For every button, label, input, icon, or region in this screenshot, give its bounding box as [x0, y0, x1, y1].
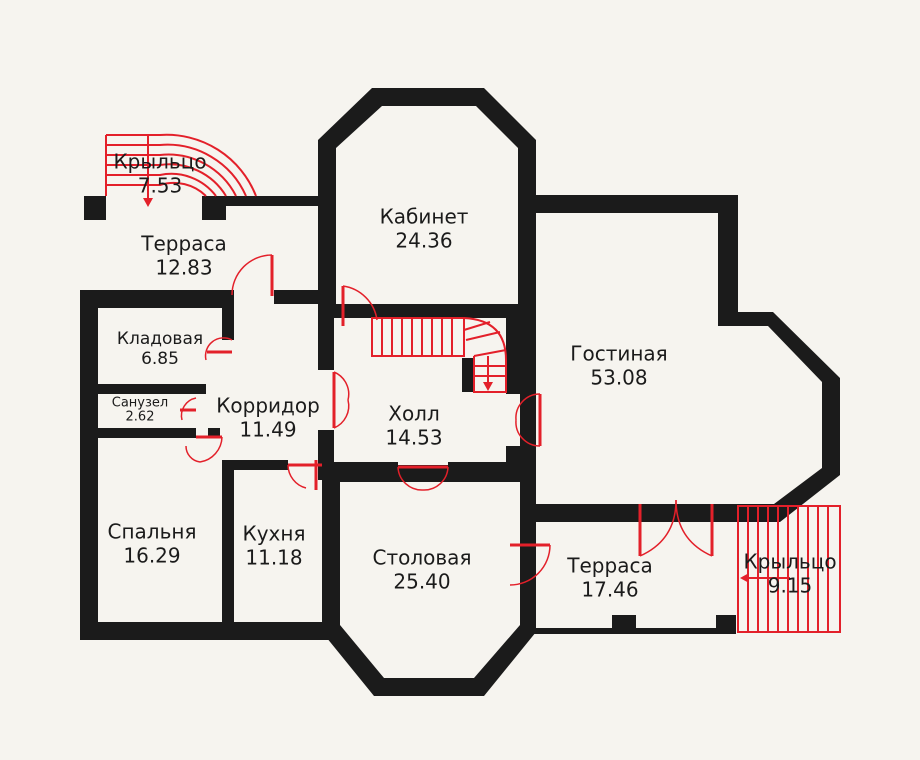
- terrace-bottom-left-wall: [520, 588, 536, 632]
- room-area: 7.53: [137, 173, 183, 197]
- door-study: [341, 285, 378, 326]
- room-name: Кладовая: [116, 328, 204, 349]
- bath-bottom-wall-2: [208, 428, 220, 438]
- terrace-bottom-pillar: [612, 615, 636, 632]
- room-label-corridor: Корридор 11.49: [216, 394, 320, 441]
- corridor-top-stub: [274, 290, 320, 304]
- corridor-bottom-wall: [222, 460, 288, 470]
- room-area: 2.62: [125, 410, 155, 425]
- door-hall-dining: [397, 465, 449, 491]
- pantry-bottom-wall: [98, 384, 206, 394]
- porch-top-steps: [105, 133, 257, 207]
- door-corridor-hall: [332, 371, 350, 429]
- left-outer-wall: [80, 290, 98, 640]
- door-bedroom: [185, 435, 223, 463]
- hall-dining-wall-right: [448, 462, 520, 472]
- walls: [80, 88, 840, 696]
- room-name: Крыльцо: [113, 149, 207, 174]
- door-kitchen: [287, 460, 322, 490]
- stair-landing-wall: [462, 358, 474, 392]
- room-name: Терраса: [141, 231, 227, 256]
- door-living-terrace: [638, 499, 714, 557]
- terrace-top-pillar-mid: [202, 196, 226, 220]
- doors: [180, 254, 714, 586]
- corridor-right-upper: [318, 292, 334, 370]
- terrace-bottom-top-wall-2: [712, 504, 736, 518]
- room-label-kitchen: Кухня 11.18: [243, 522, 306, 569]
- corridor-left-lower: [222, 460, 234, 622]
- room-area: 14.53: [385, 425, 443, 449]
- room-label-pantry: Кладовая 6.85: [117, 329, 203, 369]
- hall-right-wall-upper: [506, 318, 522, 394]
- room-label-porch-right: Крыльцо 9.15: [743, 550, 836, 597]
- bath-bottom-wall: [98, 428, 196, 438]
- room-label-porch-top: Крыльцо 7.53: [113, 150, 206, 197]
- room-area: 53.08: [590, 365, 648, 389]
- bottom-left-wall: [80, 622, 338, 640]
- door-bathroom: [180, 397, 197, 421]
- room-label-study: Кабинет 24.36: [380, 205, 469, 252]
- pantry-right-wall: [222, 290, 234, 340]
- porch-right-steps: [737, 505, 841, 633]
- corridor-right-lower: [318, 430, 334, 480]
- room-name: Корридор: [216, 393, 320, 418]
- terrace-bottom-top-wall: [520, 504, 640, 518]
- room-area: 24.36: [395, 228, 453, 252]
- left-top-wall: [80, 290, 226, 308]
- room-area: 11.49: [239, 417, 297, 441]
- room-label-hall: Холл 14.53: [385, 402, 442, 449]
- room-area: 12.83: [155, 255, 213, 279]
- room-area: 9.15: [767, 573, 813, 597]
- room-name: Терраса: [567, 553, 653, 578]
- hall-dining-wall-left: [334, 462, 398, 472]
- room-name: Кухня: [242, 521, 306, 546]
- room-name: Гостиная: [570, 341, 668, 366]
- room-label-dining: Столовая 25.40: [373, 546, 472, 593]
- terrace-bottom-pillar-2: [716, 615, 736, 632]
- room-area: 25.40: [393, 569, 451, 593]
- room-label-terrace-bottom: Терраса 17.46: [567, 554, 652, 601]
- room-name: Кабинет: [379, 204, 469, 229]
- room-label-living: Гостиная 53.08: [570, 342, 667, 389]
- room-area: 16.29: [123, 543, 181, 567]
- room-area: 6.85: [141, 349, 179, 369]
- kitchen-bottom-stub: [322, 585, 338, 640]
- terrace-top-pillar-left: [84, 196, 106, 220]
- door-dining-terrace: [509, 543, 551, 586]
- room-area: 17.46: [581, 577, 639, 601]
- room-name: Столовая: [372, 545, 472, 570]
- room-name: Холл: [388, 401, 440, 426]
- room-label-bedroom: Спальня 16.29: [108, 520, 197, 567]
- room-label-terrace-top: Терраса 12.83: [141, 232, 226, 279]
- living-walls: [520, 195, 840, 522]
- room-area: 11.18: [245, 545, 303, 569]
- room-name: Санузел: [111, 395, 169, 411]
- door-terrace-corridor: [231, 254, 274, 296]
- door-hall-living: [515, 393, 542, 447]
- room-name: Спальня: [107, 519, 197, 544]
- study-walls: [318, 88, 536, 318]
- door-pantry: [204, 337, 233, 361]
- hall-staircase: [371, 317, 507, 393]
- room-label-bathroom: Санузел 2.62: [111, 395, 169, 426]
- room-name: Крыльцо: [743, 549, 837, 574]
- terrace-top-right-wall: [226, 196, 318, 206]
